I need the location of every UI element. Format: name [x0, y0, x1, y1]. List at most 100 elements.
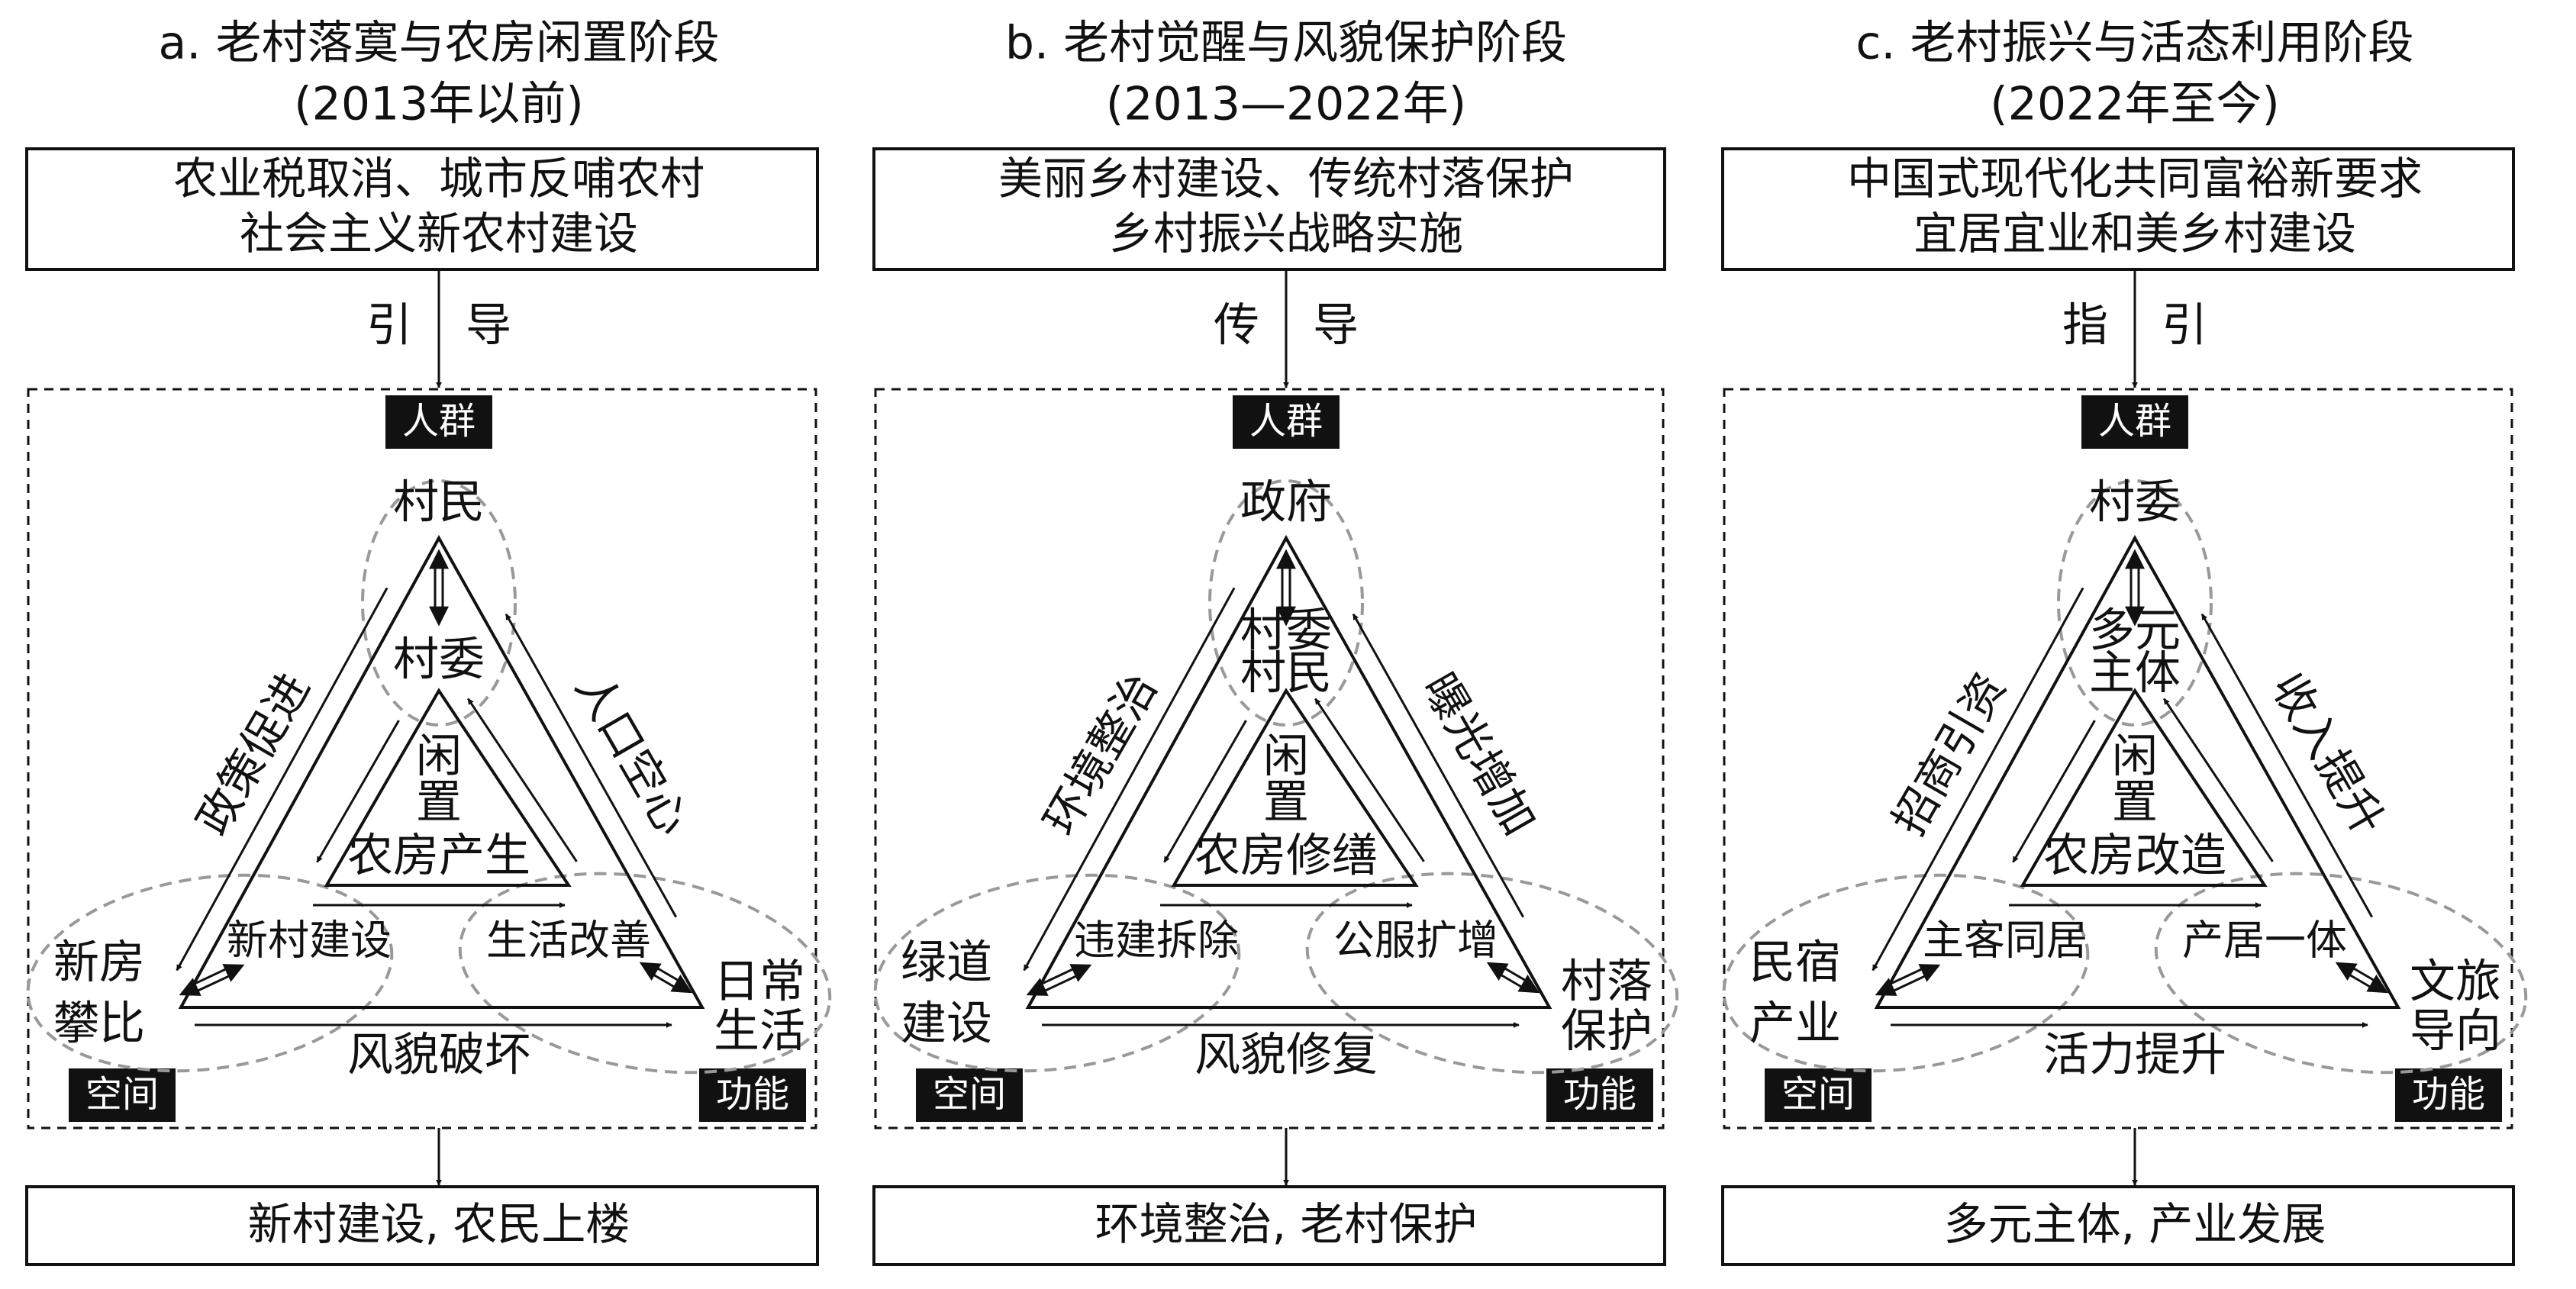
core-label-2: 置: [1263, 776, 1309, 830]
space-node-1: 民宿: [1749, 936, 1841, 990]
guide-label-2: 导: [1313, 299, 1359, 353]
result-box: [25, 1185, 819, 1266]
badge-function: [699, 1068, 806, 1122]
space-node-1: 绿道: [901, 936, 992, 990]
function-oval: [458, 872, 832, 1075]
left-side-label: 环境整治: [1033, 665, 1167, 844]
panel-title: b. 老村觉醒与风貌保护阶段: [1005, 17, 1567, 70]
guide-label-2: 导: [466, 299, 511, 353]
inner-left-arrow: [316, 720, 400, 863]
inner-triangle: [324, 688, 572, 887]
space-oval-label: 主客同居: [1923, 917, 2088, 965]
inner-triangle: [2020, 688, 2268, 887]
crowd-top-node: 村委: [2089, 476, 2181, 530]
core-label-1: 闲: [416, 730, 462, 784]
space-oval-label: 新村建设: [227, 917, 392, 965]
space-double-arrow: [1026, 964, 1092, 996]
space-oval-label: 违建拆除: [1074, 917, 1239, 965]
badge-space: [1765, 1068, 1872, 1122]
panel-c: c. 老村振兴与活态利用阶段(2022年至今)中国式现代化共同富裕新要求宜居宜业…: [1721, 17, 2528, 1266]
context-line-1: 美丽乡村建设、传统村落保护: [998, 153, 1574, 205]
left-side-arrow: [176, 587, 388, 972]
bottom-side-label: 风貌修复: [1195, 1029, 1378, 1082]
function-oval-label: 生活改善: [486, 917, 651, 965]
badge-function: [2395, 1068, 2502, 1122]
result-box: [872, 1185, 1666, 1266]
space-node-2: 攀比: [53, 997, 145, 1051]
panel-period: (2013年以前): [294, 78, 584, 131]
context-box: [872, 147, 1666, 271]
panel-a: a. 老村落寞与农房闲置阶段 (2013年以前) 农业税取消、城市反哺农村社会主义新…: [25, 17, 832, 1266]
inner-left-arrow: [2012, 720, 2096, 863]
result-box: [1721, 1185, 2515, 1266]
guide-label-1: 指: [2062, 299, 2108, 353]
context-line-1: 中国式现代化共同富裕新要求: [1847, 153, 2423, 205]
crowd-mid-node: 村委: [393, 633, 485, 687]
crowd-top-node: 村民: [393, 476, 485, 530]
crowd-double-arrow: [429, 549, 449, 627]
left-side-label: 招商引资: [1882, 665, 2016, 844]
badge-function-text: 功能: [716, 1073, 789, 1116]
space-oval: [873, 873, 1241, 1073]
crowd-oval: [2057, 479, 2213, 727]
result-text: 多元主体, 产业发展: [1944, 1198, 2326, 1250]
guide-label-1: 传: [1214, 299, 1259, 353]
context-line-2: 社会主义新农村建设: [240, 208, 638, 259]
result-text: 新村建设, 农民上楼: [248, 1198, 630, 1250]
system-frame: [27, 388, 817, 1129]
space-node-1: 新房: [53, 936, 145, 990]
crowd-double-arrow: [1276, 549, 1296, 627]
function-oval-label: 公服扩增: [1333, 917, 1498, 965]
context-line-2: 宜居宜业和美乡村建设: [1913, 208, 2356, 259]
context-line-1: 农业税取消、城市反哺农村: [173, 153, 704, 205]
inner-right-arrow: [2163, 698, 2274, 862]
panel-title: a. 老村落寞与农房闲置阶段: [159, 17, 720, 70]
core-label-1: 闲: [1263, 730, 1309, 784]
context-box: [25, 147, 819, 271]
inner-left-arrow: [1163, 720, 1247, 863]
crowd-mid-node-1: 村委: [1240, 604, 1332, 658]
core-label-2: 置: [2112, 776, 2158, 830]
context-line-2: 乡村振兴战略实施: [1109, 208, 1463, 259]
badge-crowd: [385, 395, 492, 449]
outer-triangle: [1874, 534, 2401, 1009]
function-oval: [2154, 872, 2528, 1075]
badge-crowd: [2081, 395, 2188, 449]
left-side-arrow: [1872, 587, 2084, 972]
badge-function-text: 功能: [2412, 1073, 2485, 1116]
function-double-arrow: [639, 962, 693, 994]
function-node-2: 生活: [714, 1005, 805, 1059]
badge-space-text: 空间: [933, 1073, 1006, 1116]
function-node-1: 村落: [1561, 955, 1652, 1009]
function-double-arrow: [2335, 962, 2389, 994]
function-node-1: 文旅: [2410, 955, 2501, 1009]
core-label-3: 农房产生: [347, 830, 530, 883]
core-label-3: 农房修缮: [1195, 830, 1378, 883]
function-node-2: 保护: [1561, 1005, 1652, 1059]
core-label-1: 闲: [2112, 730, 2158, 784]
badge-space-text: 空间: [85, 1073, 159, 1116]
badge-crowd-text: 人群: [402, 400, 476, 443]
function-node-1: 日常: [714, 955, 805, 1009]
context-box: [1721, 147, 2515, 271]
function-oval: [1305, 872, 1679, 1075]
left-side-label: 政策促进: [186, 665, 320, 844]
inner-right-arrow: [1314, 698, 1425, 862]
left-side-arrow: [1023, 587, 1236, 972]
outer-triangle: [178, 534, 705, 1009]
space-oval: [1722, 873, 2090, 1073]
right-side-arrow: [505, 613, 678, 918]
function-double-arrow: [1486, 962, 1540, 994]
core-label-3: 农房改造: [2043, 830, 2226, 883]
badge-space: [69, 1068, 176, 1122]
crowd-double-arrow: [2125, 549, 2145, 627]
system-frame: [1723, 388, 2513, 1129]
inner-triangle: [1171, 688, 1419, 887]
panel-period: (2022年至今): [1990, 78, 2280, 131]
crowd-oval: [1208, 479, 1364, 727]
crowd-mid-node-1: 多元: [2089, 604, 2181, 658]
crowd-top-node: 政府: [1240, 476, 1332, 530]
guide-label-1: 引: [366, 299, 412, 353]
badge-function-text: 功能: [1563, 1073, 1636, 1116]
